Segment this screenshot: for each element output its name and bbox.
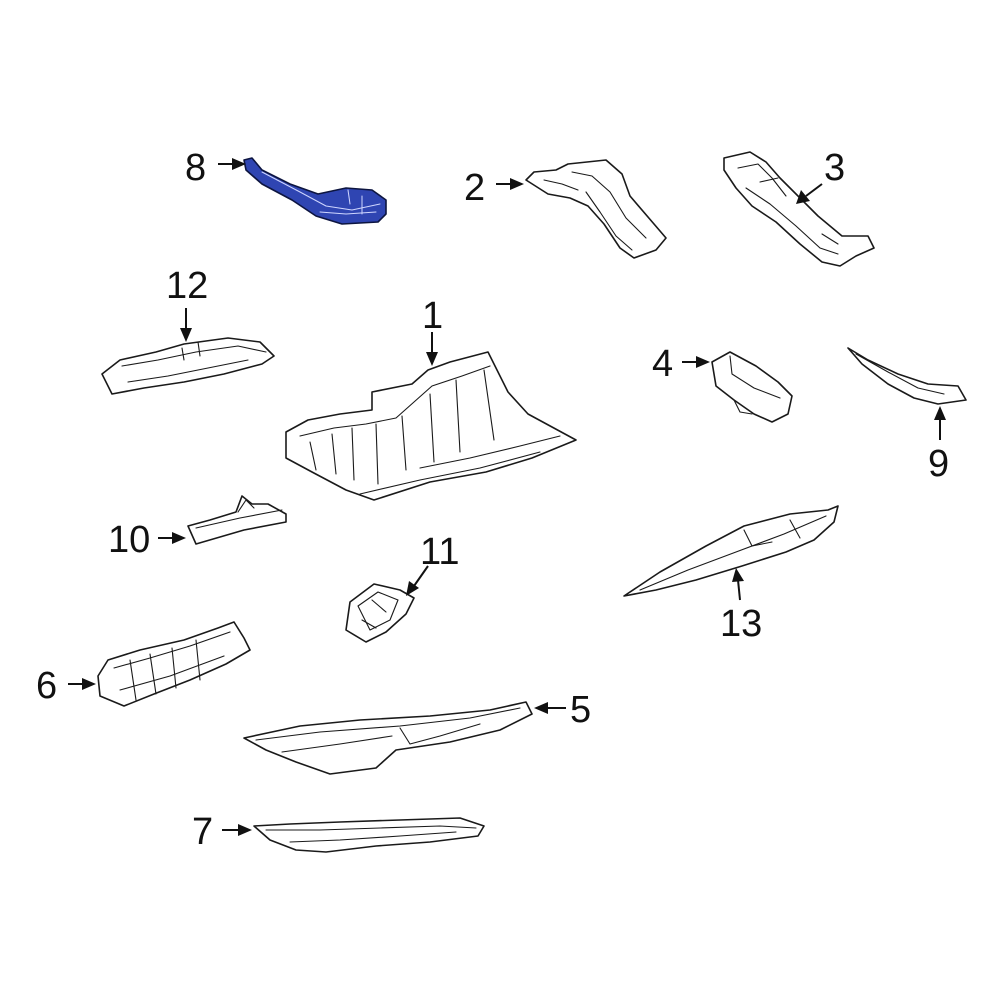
callout-4: 4 <box>652 343 673 385</box>
callout-11: 11 <box>420 531 459 573</box>
part-12[interactable] <box>101 337 275 395</box>
callout-8: 8 <box>185 147 206 189</box>
callout-6: 6 <box>36 665 57 707</box>
callout-1: 1 <box>422 295 443 337</box>
part-13[interactable] <box>623 505 839 597</box>
callout-12: 12 <box>166 265 208 307</box>
part-8[interactable] <box>243 157 387 225</box>
callout-labels: 8 2 3 12 1 4 9 10 11 13 6 5 7 <box>36 147 949 853</box>
part-10[interactable] <box>187 495 287 545</box>
part-11[interactable] <box>345 583 415 643</box>
callout-5: 5 <box>570 689 591 731</box>
part-5[interactable] <box>243 701 533 775</box>
part-1[interactable] <box>285 351 577 501</box>
callout-leaders <box>68 158 946 836</box>
part-3[interactable] <box>723 151 875 267</box>
part-6[interactable] <box>97 621 251 707</box>
part-4[interactable] <box>711 351 793 423</box>
callout-13: 13 <box>720 603 762 645</box>
callout-9: 9 <box>928 443 949 485</box>
part-7[interactable] <box>253 817 485 853</box>
part-2[interactable] <box>525 159 667 259</box>
callout-7: 7 <box>192 811 213 853</box>
callout-2: 2 <box>464 167 485 209</box>
part-9[interactable] <box>847 347 967 405</box>
callout-10: 10 <box>108 519 150 561</box>
callout-3: 3 <box>824 147 845 189</box>
